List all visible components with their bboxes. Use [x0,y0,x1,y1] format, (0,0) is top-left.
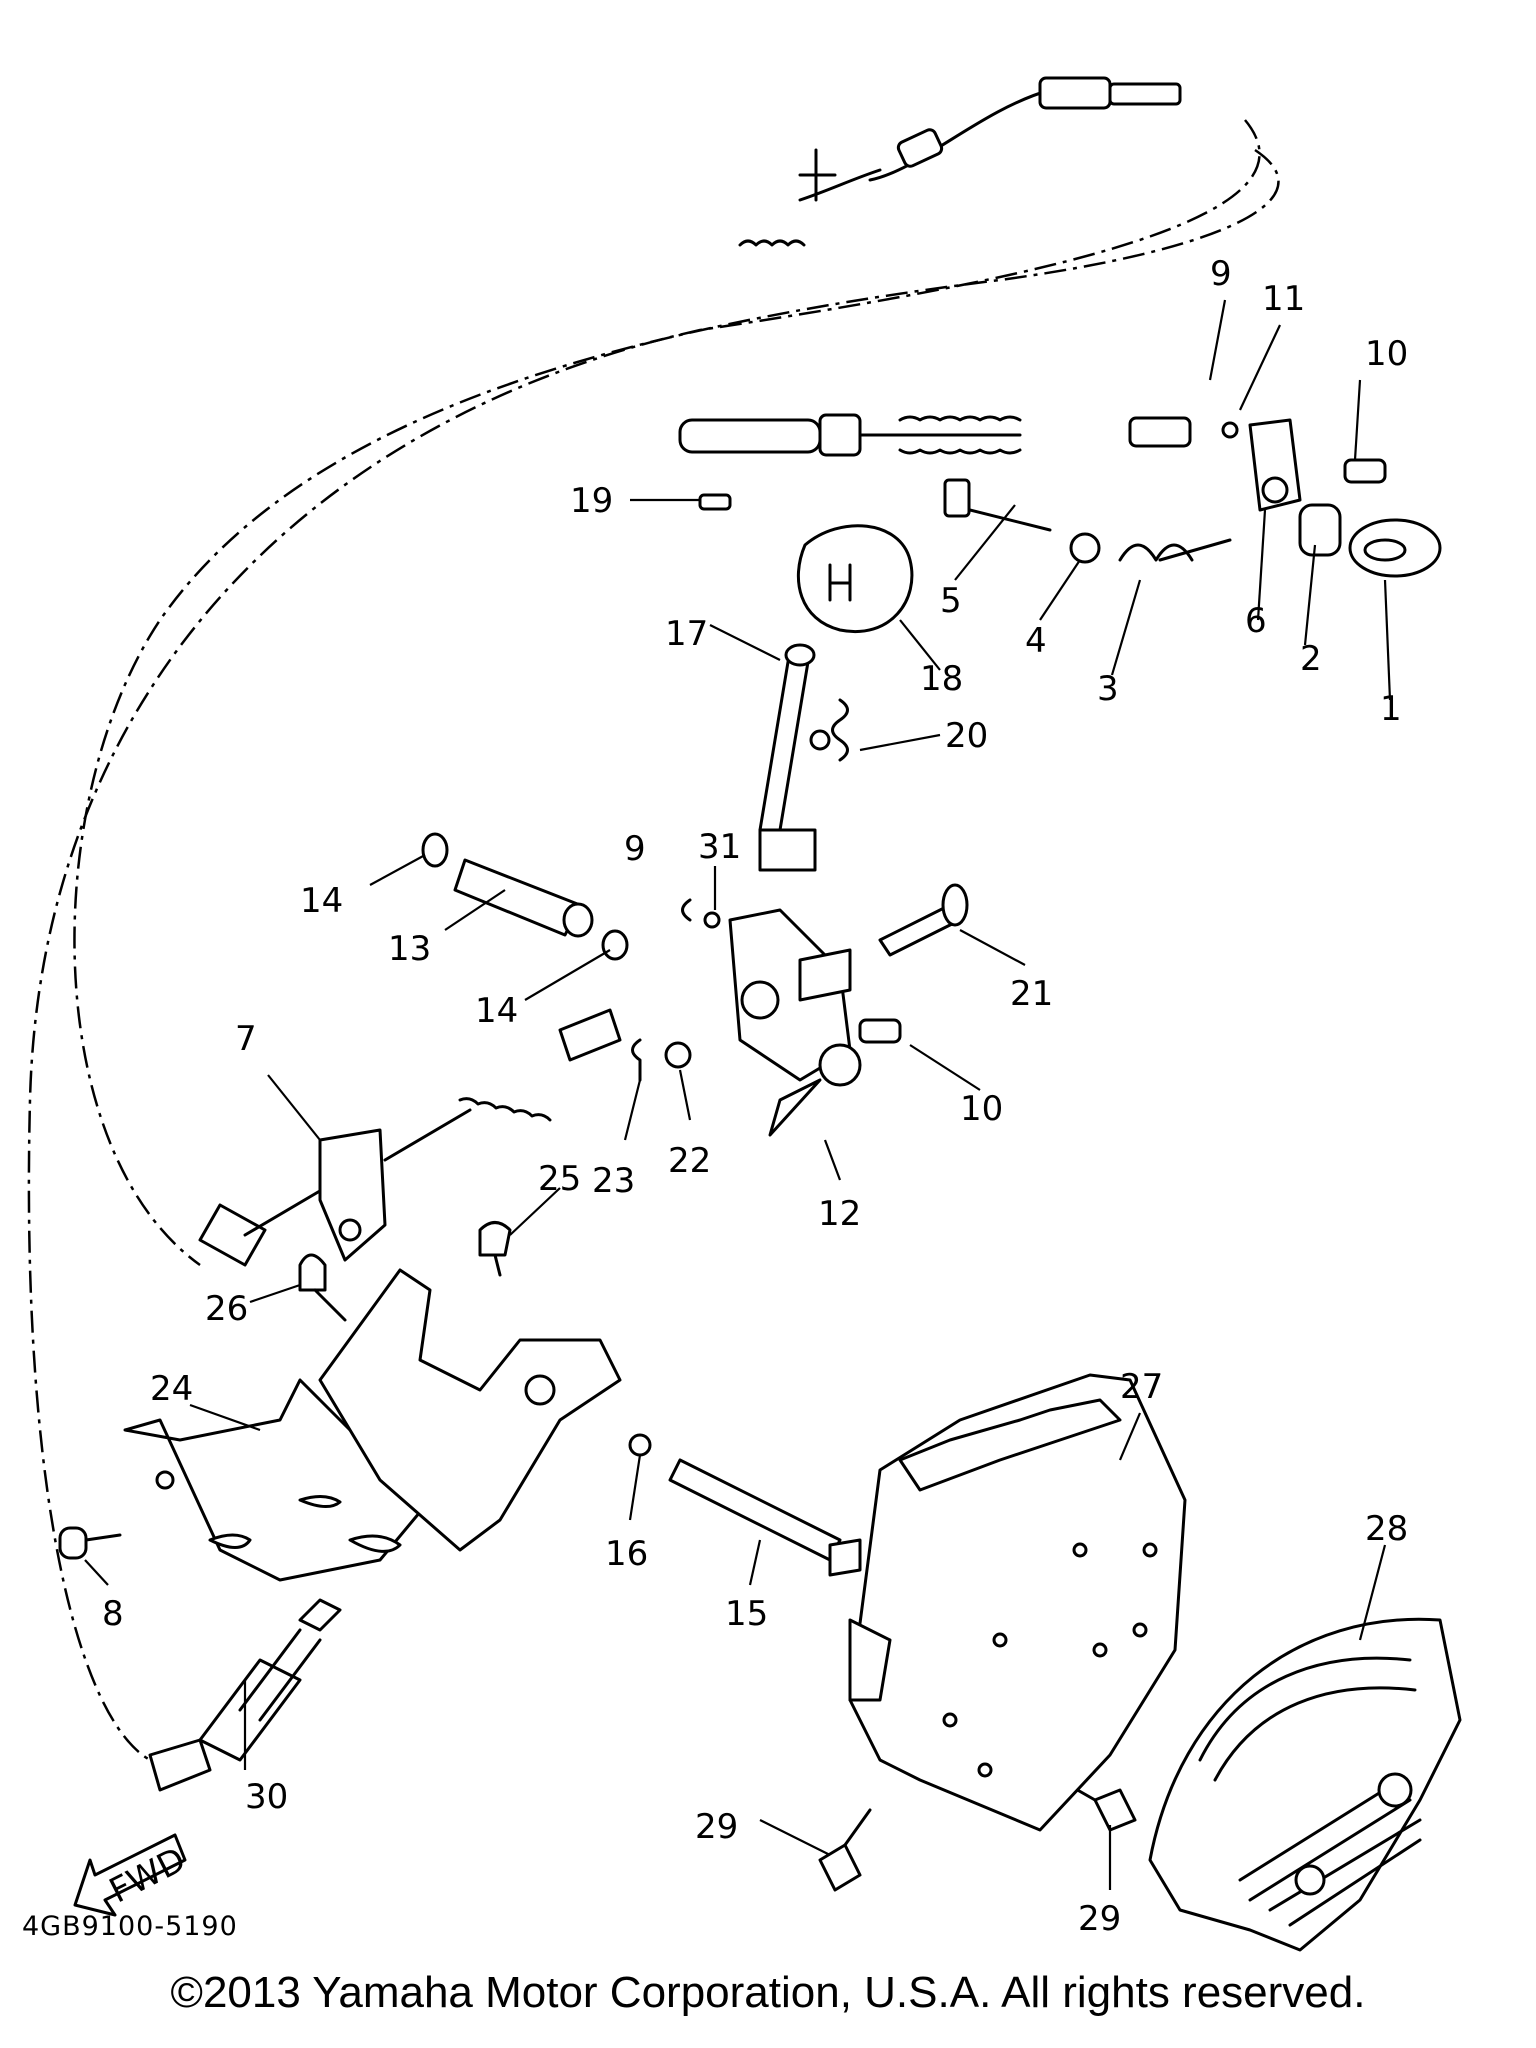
callout-9-top: 9 [1210,254,1232,294]
copyright-notice: ©2013 Yamaha Motor Corporation, U.S.A. A… [170,1968,1366,2017]
cable-route-line [73,148,1280,1267]
part-number-label: 4GB9100-5190 [22,1911,238,1942]
callout-31: 31 [698,827,741,867]
callout-14-mid: 14 [475,991,518,1031]
callout-29-left: 29 [695,1807,738,1847]
callout-25: 25 [538,1159,581,1199]
callout-24: 24 [150,1369,193,1409]
callout-1: 1 [1380,689,1402,729]
callout-28: 28 [1365,1509,1408,1549]
callout-3: 3 [1097,669,1119,709]
callout-16: 16 [605,1534,648,1574]
lower-shift-cable [198,1008,622,1267]
upper-linkage [943,418,1442,578]
upper-shift-cable [678,413,1192,457]
fwd-arrow-icon: FWD [73,1833,192,1917]
leader-lines [84,299,1392,1890]
callout-12: 12 [818,1194,861,1234]
callout-8: 8 [102,1594,124,1634]
pins-washers [631,883,969,1082]
shift-lever [758,643,849,872]
callout-10-top: 10 [1365,334,1408,374]
callout-11: 11 [1262,279,1305,319]
bolts [298,1221,1137,1892]
cable-end-top [738,76,1182,247]
cover-28 [1148,1617,1462,1952]
callout-21: 21 [1010,974,1053,1014]
lever-bracket [728,908,862,1137]
callout-10-mid: 10 [960,1089,1003,1129]
callout-9-mid: 9 [624,829,646,869]
cable-route-line-outer [27,119,1261,1762]
collar-and-orings [421,832,629,961]
callout-15: 15 [725,1594,768,1634]
cable-end-30 [148,1598,342,1792]
callout-19: 19 [570,481,613,521]
callout-23: 23 [592,1161,635,1201]
callout-14-top: 14 [300,881,343,921]
callout-13: 13 [388,929,431,969]
callout-7: 7 [235,1019,257,1059]
callout-27: 27 [1120,1367,1163,1407]
callout-17: 17 [665,614,708,654]
callout-26: 26 [205,1289,248,1329]
callout-20: 20 [945,716,988,756]
callout-18: 18 [920,659,963,699]
main-bracket [58,1268,622,1582]
callout-29-right: 29 [1078,1899,1121,1939]
callout-2: 2 [1300,639,1322,679]
callout-30: 30 [245,1777,288,1817]
callout-22: 22 [668,1141,711,1181]
shift-knob [698,493,914,633]
callout-5: 5 [940,581,962,621]
cover-27 [848,1373,1187,1832]
callout-4: 4 [1025,621,1047,661]
callout-numbers: 1 2 3 4 5 6 7 8 9 9 10 10 11 12 13 14 14… [102,254,1408,1939]
callout-6: 6 [1245,601,1267,641]
